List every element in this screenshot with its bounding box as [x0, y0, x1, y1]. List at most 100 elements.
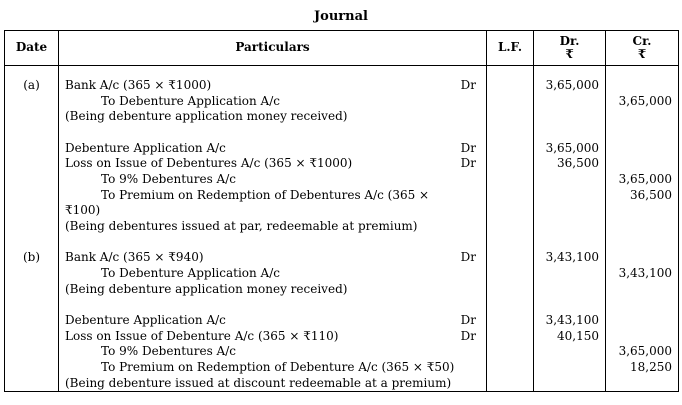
- particulars-line: (Being debentures issued at par, redeema…: [65, 219, 486, 235]
- spacer: [487, 66, 533, 78]
- entry-date: (b): [22, 250, 41, 265]
- particulars-text: To Premium on Redemption of Debentures A…: [101, 187, 430, 202]
- spacer: [606, 234, 672, 250]
- lf-line: [487, 266, 533, 282]
- debit-marker: Dr: [460, 156, 476, 171]
- cr-currency-symbol: ₹: [637, 47, 647, 61]
- lf-line: [487, 344, 533, 360]
- particulars-line: To 9% Debentures A/c: [65, 344, 486, 360]
- lf-line: [487, 109, 533, 125]
- debit-amount: 36,500: [557, 156, 599, 171]
- lf-header: L.F.: [486, 30, 534, 66]
- spacer: [5, 234, 58, 250]
- lf-line: [487, 313, 533, 329]
- lf-line: [487, 250, 533, 266]
- lf-line: [487, 172, 533, 188]
- lf-line: [487, 282, 533, 298]
- particulars-line: Bank A/c (365 × ₹1000) Dr: [65, 78, 486, 94]
- lf-line: [487, 219, 533, 235]
- credit-amount: [606, 109, 672, 125]
- spacer: [487, 297, 533, 313]
- spacer: [5, 125, 58, 141]
- debit-amount: [534, 203, 599, 219]
- debit-amount: 40,150: [557, 328, 599, 343]
- particulars-text: Bank A/c (365 × ₹1000): [65, 78, 212, 92]
- particulars-text: To Debenture Application A/c: [101, 265, 280, 280]
- debit-amount: 3,65,000: [545, 140, 599, 155]
- debit-amount: [534, 219, 599, 235]
- dr-header-label: Dr.: [559, 34, 580, 48]
- spacer: [534, 66, 599, 78]
- credit-amount: [606, 313, 672, 329]
- particulars-line: To Debenture Application A/c: [65, 94, 486, 110]
- journal-title: Journal: [314, 9, 368, 24]
- debit-marker: Dr: [460, 250, 476, 265]
- entry-lf-cell: [486, 234, 534, 298]
- lf-line: [487, 329, 533, 345]
- debit-marker: Dr: [460, 328, 476, 343]
- debit-amount: [534, 360, 599, 376]
- particulars-text: To 9% Debentures A/c: [101, 171, 236, 186]
- particulars-line: Bank A/c (365 × ₹940) Dr: [65, 250, 486, 266]
- debit-amount: [534, 344, 599, 360]
- particulars-text: (Being debentures issued at par, redeema…: [65, 218, 418, 233]
- cr-header: Cr. ₹: [605, 30, 679, 66]
- credit-amount: 3,65,000: [618, 344, 672, 359]
- spacer: [65, 66, 486, 78]
- credit-amount: [606, 282, 672, 298]
- particulars-line: To 9% Debentures A/c: [65, 172, 486, 188]
- spacer: [606, 66, 672, 78]
- debit-marker: Dr: [460, 78, 476, 92]
- debit-amount: 3,43,100: [545, 313, 599, 328]
- entry-credit-cell: 3,65,000: [605, 65, 679, 125]
- debit-amount: [534, 109, 599, 125]
- spacer: [534, 234, 599, 250]
- spacer: [487, 125, 533, 141]
- entry-date: [5, 141, 58, 157]
- spacer: [487, 234, 533, 250]
- dr-currency-symbol: ₹: [565, 47, 574, 61]
- particulars-text: Bank A/c (365 × ₹940): [65, 250, 204, 265]
- lf-line: [487, 156, 533, 172]
- entry-lf-cell: [486, 297, 534, 393]
- entry-debit-cell: 3,65,000: [533, 65, 606, 125]
- header-row: Date Particulars L.F. Dr. ₹ Cr. ₹: [4, 30, 679, 66]
- entry-particulars-cell: Bank A/c (365 × ₹940) Dr To Debenture Appl…: [58, 234, 487, 298]
- lf-line: [487, 78, 533, 94]
- dr-header: Dr. ₹: [533, 30, 606, 66]
- credit-amount: 3,65,000: [618, 93, 672, 108]
- entry-lf-cell: [486, 65, 534, 125]
- credit-amount: [606, 78, 672, 94]
- cr-header-label: Cr.: [632, 34, 652, 48]
- credit-amount: [606, 203, 672, 219]
- debit-amount: 3,65,000: [545, 78, 599, 92]
- date-header: Date: [4, 30, 59, 66]
- entry-date-cell: [4, 297, 59, 393]
- debit-amount: [534, 266, 599, 282]
- particulars-text: Loss on Issue of Debentures A/c (365 × ₹…: [65, 156, 353, 171]
- lf-line: [487, 141, 533, 157]
- spacer: [534, 297, 599, 313]
- particulars-text: (Being debenture application money recei…: [65, 281, 348, 296]
- particulars-line: ₹100): [65, 203, 486, 219]
- debit-marker: Dr: [460, 140, 476, 155]
- credit-amount: [606, 156, 672, 172]
- particulars-text: (Being debenture application money recei…: [65, 109, 348, 124]
- credit-amount: 18,250: [630, 359, 672, 374]
- credit-amount: 3,43,100: [618, 265, 672, 280]
- journal-entry: (b) Bank A/c (365 × ₹940) Dr To Debenture A…: [4, 234, 679, 298]
- particulars-text: (Being debenture issued at discount rede…: [65, 375, 452, 390]
- debit-amount: [534, 282, 599, 298]
- particulars-header: Particulars: [58, 30, 487, 66]
- particulars-text: To Premium on Redemption of Debenture A/…: [101, 359, 455, 374]
- debit-amount: [534, 376, 599, 392]
